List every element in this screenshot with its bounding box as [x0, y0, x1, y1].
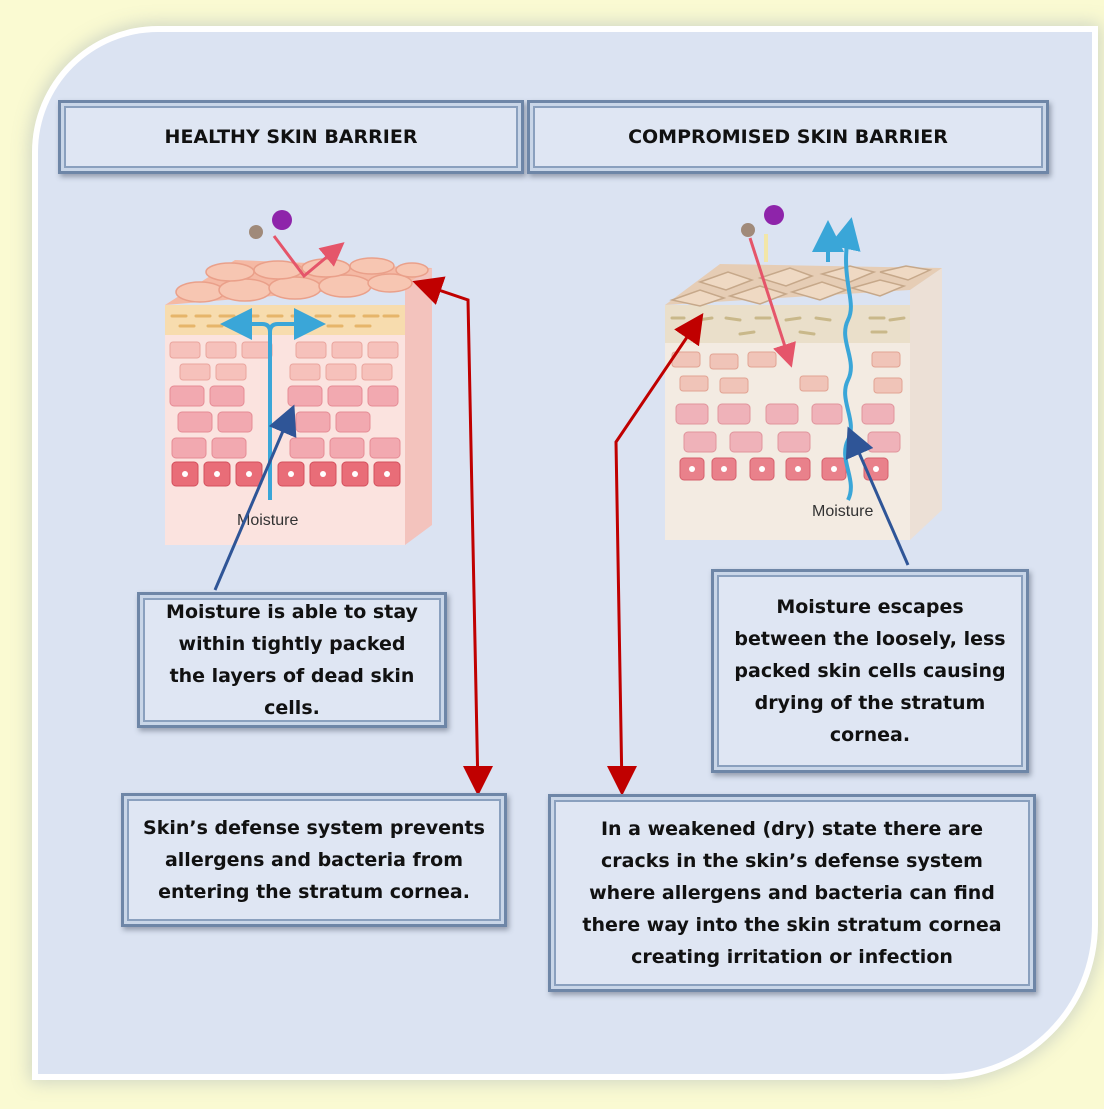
compromised-moisture-label: Moisture [812, 503, 873, 520]
bacteria-icon [272, 210, 292, 230]
healthy-header: HEALTHY SKIN BARRIER [58, 100, 524, 174]
compromised-moisture-text: Moisture escapes between the loosely, le… [734, 596, 1006, 746]
healthy-skin-block: Moisture [165, 210, 432, 545]
healthy-header-label: HEALTHY SKIN BARRIER [164, 126, 418, 148]
compromised-header-label: COMPROMISED SKIN BARRIER [628, 126, 948, 148]
healthy-moisture-text: Moisture is able to stay within tightly … [166, 601, 418, 719]
allergen-icon [249, 225, 263, 239]
compromised-skin-block: Moisture [665, 205, 942, 540]
healthy-moisture-note: Moisture is able to stay within tightly … [137, 592, 447, 728]
healthy-defense-text: Skin’s defense system prevents allergens… [143, 817, 485, 903]
compromised-header: COMPROMISED SKIN BARRIER [527, 100, 1049, 174]
bacteria-icon [764, 205, 784, 225]
healthy-moisture-label: Moisture [237, 512, 298, 529]
compromised-defense-text: In a weakened (dry) state there are crac… [582, 818, 1002, 968]
compromised-moisture-note: Moisture escapes between the loosely, le… [711, 569, 1029, 773]
healthy-defense-note: Skin’s defense system prevents allergens… [121, 793, 507, 927]
allergen-icon [741, 223, 755, 237]
compromised-defense-note: In a weakened (dry) state there are crac… [548, 794, 1036, 992]
pointer-arrows [213, 276, 910, 796]
